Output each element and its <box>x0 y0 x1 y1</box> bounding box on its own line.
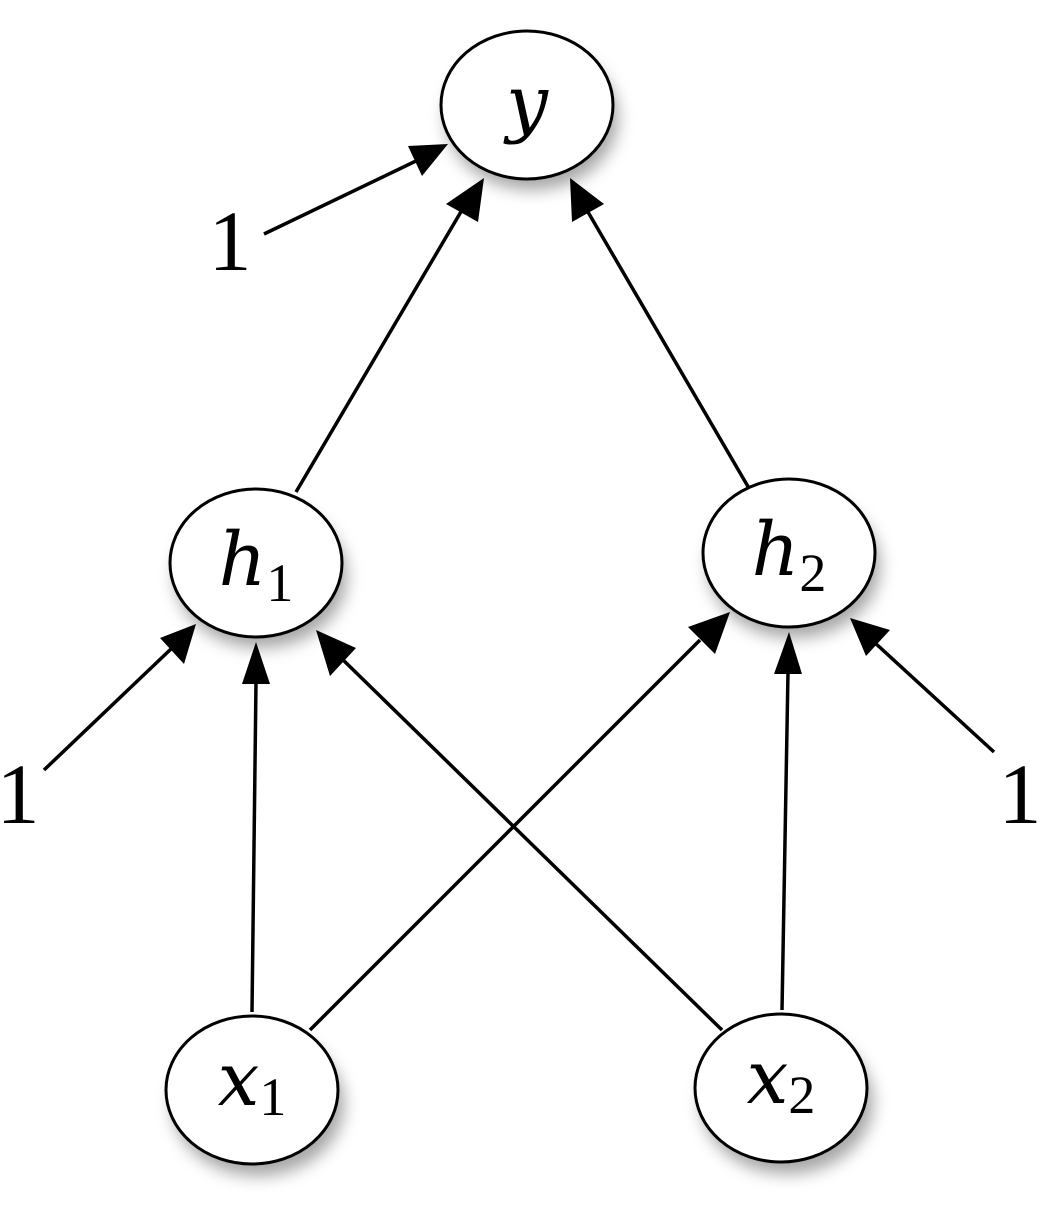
node-h1-var: h <box>219 517 267 603</box>
node-x1-ellipse <box>164 1014 340 1166</box>
node-x2: x2 <box>693 1012 869 1164</box>
node-h1-sub: 1 <box>266 553 293 613</box>
node-h2: h2 <box>701 477 877 629</box>
edge-bias-h1 <box>42 646 174 772</box>
node-x1-sub: 1 <box>259 1067 286 1127</box>
bias-label-y: 1 <box>209 193 252 289</box>
arrowhead-h1-y <box>446 178 484 222</box>
arrowhead-x1-h1 <box>242 642 270 684</box>
edges <box>42 158 996 1032</box>
arrowhead-bias-h1 <box>160 624 196 664</box>
arrowhead-h2-y <box>570 178 604 222</box>
edge-bias-y <box>263 158 419 236</box>
node-x1-label: x1 <box>218 1037 287 1127</box>
bias-label-h2: 1 <box>999 746 1041 842</box>
edge-x2-h2 <box>780 671 790 1011</box>
node-y-ellipse <box>439 29 615 181</box>
arrowhead-x1-h2 <box>688 612 730 654</box>
node-y: y <box>439 29 615 181</box>
node-h2-var: h <box>752 507 800 593</box>
edge-x1-h1 <box>250 681 258 1013</box>
node-x1-var: x <box>218 1037 260 1123</box>
arrowhead-bias-h2 <box>850 618 890 656</box>
node-x2-var: x <box>747 1035 789 1121</box>
arrowhead-bias-y <box>408 144 448 176</box>
edge-bias-h2 <box>872 640 996 754</box>
edge-x2-h1 <box>336 653 724 1032</box>
edge-h1-y <box>294 209 464 493</box>
node-h1-label: h1 <box>219 517 294 613</box>
node-x2-ellipse <box>693 1012 869 1164</box>
node-h2-sub: 2 <box>799 543 826 603</box>
bias-label-h1: 1 <box>0 746 40 842</box>
arrowheads <box>160 144 890 684</box>
node-h2-label: h2 <box>752 507 827 603</box>
arrowhead-x2-h1 <box>316 630 356 676</box>
node-x1: x1 <box>164 1014 340 1166</box>
node-y-label: y <box>503 60 549 146</box>
node-h1-ellipse <box>168 487 344 639</box>
node-h1: h1 <box>168 487 344 639</box>
node-x2-label: x2 <box>747 1035 816 1125</box>
node-x2-sub: 2 <box>788 1065 815 1125</box>
arrowhead-x2-h2 <box>774 632 802 674</box>
node-h2-ellipse <box>701 477 877 629</box>
edge-h2-y <box>586 211 752 491</box>
node-y-var: y <box>503 60 549 146</box>
edge-x1-h2 <box>308 638 702 1032</box>
